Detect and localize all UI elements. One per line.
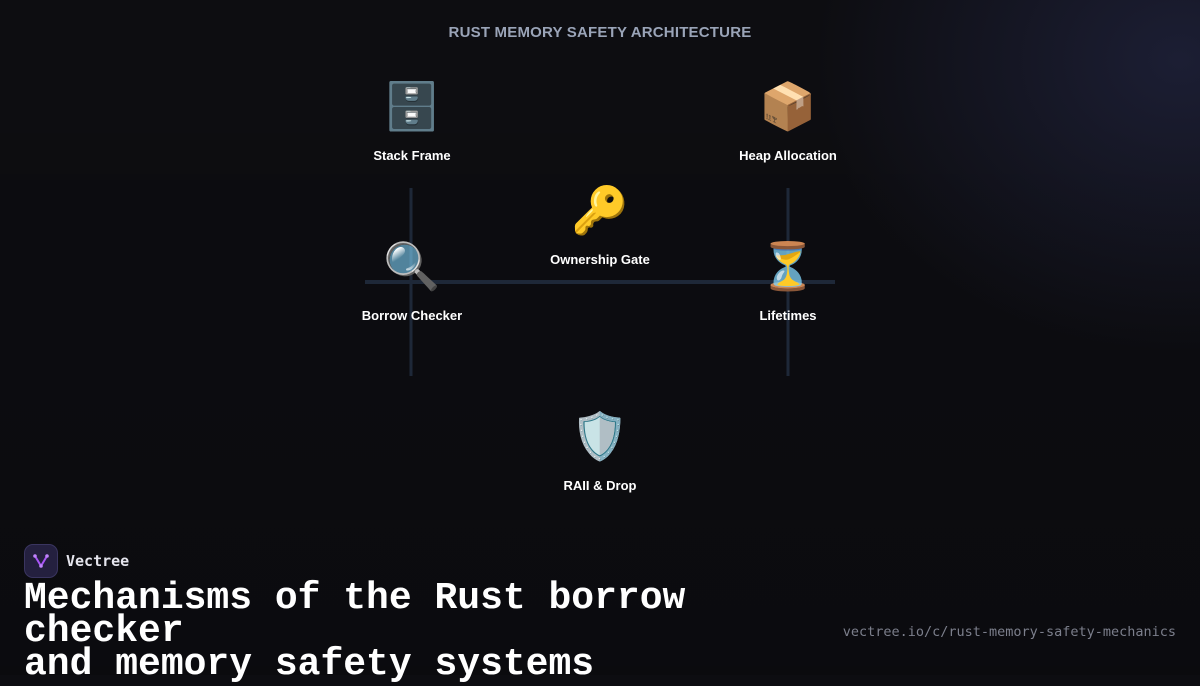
headline-line-2: and memory safety systems bbox=[24, 643, 595, 686]
shield-icon: 🛡️ bbox=[571, 410, 629, 462]
node-ownership-gate: 🔑 Ownership Gate bbox=[520, 182, 680, 267]
headline: Mechanisms of the Rust borrow checker an… bbox=[24, 580, 844, 684]
source-url[interactable]: vectree.io/c/rust-memory-safety-mechanic… bbox=[842, 624, 1176, 640]
node-label: Stack Frame bbox=[373, 148, 451, 163]
diagram-title: RUST MEMORY SAFETY ARCHITECTURE bbox=[448, 24, 752, 41]
hourglass-icon: ⏳ bbox=[759, 240, 817, 292]
node-label: RAII & Drop bbox=[563, 478, 637, 493]
node-label: Ownership Gate bbox=[550, 252, 650, 267]
node-heap-allocation: 📦 Heap Allocation bbox=[708, 78, 868, 163]
node-label: Borrow Checker bbox=[361, 308, 463, 323]
brand-name: Vectree bbox=[66, 552, 130, 570]
package-icon: 📦 bbox=[759, 80, 817, 132]
brand[interactable]: Vectree bbox=[24, 544, 129, 578]
node-lifetimes: ⏳ Lifetimes bbox=[708, 238, 868, 323]
vectree-logo-icon bbox=[24, 544, 58, 578]
node-borrow-checker: 🔍 Borrow Checker bbox=[332, 238, 492, 323]
file-cabinet-icon: 🗄️ bbox=[383, 80, 441, 132]
node-stack-frame: 🗄️ Stack Frame bbox=[332, 78, 492, 163]
node-label: Lifetimes bbox=[759, 308, 817, 323]
headline-line-1: Mechanisms of the Rust borrow checker bbox=[24, 577, 686, 653]
node-label: Heap Allocation bbox=[739, 148, 837, 163]
magnifier-icon: 🔍 bbox=[383, 240, 441, 292]
key-icon: 🔑 bbox=[571, 184, 629, 236]
node-raii-drop: 🛡️ RAII & Drop bbox=[520, 408, 680, 493]
